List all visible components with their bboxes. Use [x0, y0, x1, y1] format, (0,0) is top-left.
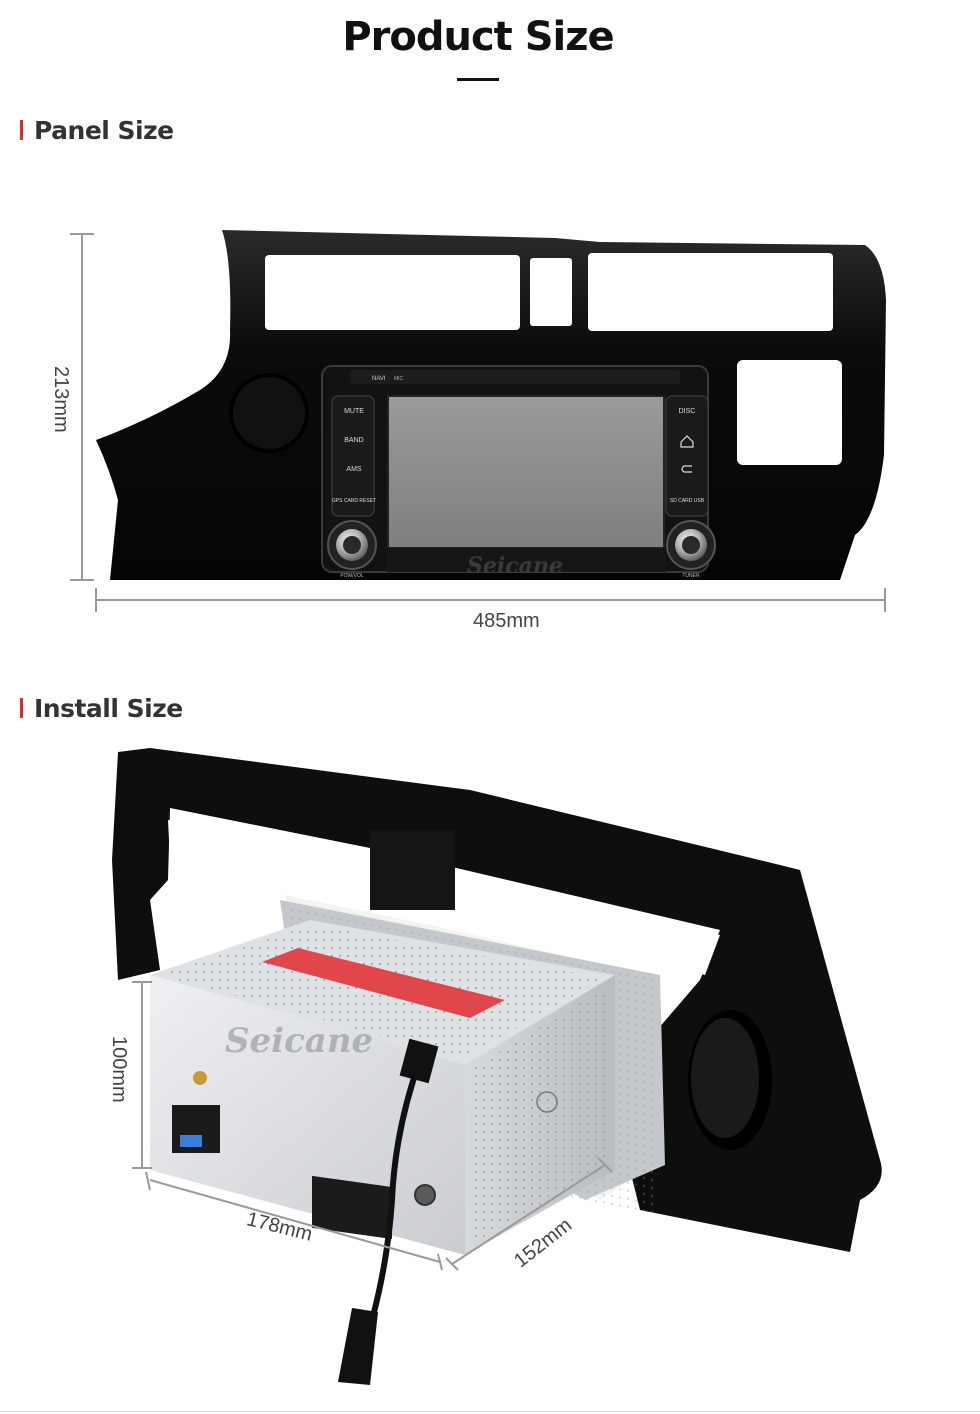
navi-button[interactable]: NAVI	[372, 376, 386, 382]
panel-width-label: 485mm	[473, 610, 540, 632]
panel-illustration: NAVI MIC MUTE BAND AMS GPS CARD RESET DI…	[70, 230, 886, 612]
panel-size-heading: Panel Size	[20, 115, 174, 145]
back-icon[interactable]	[681, 465, 692, 473]
round-socket	[414, 1184, 436, 1206]
home-icon[interactable]	[680, 435, 694, 448]
harness-connector	[312, 1175, 392, 1240]
panel-watermark: Seicane	[467, 553, 563, 579]
warning-label	[262, 948, 505, 1018]
usb-cable	[369, 1058, 423, 1321]
install-depth-guide	[445, 1157, 613, 1271]
antenna-port	[193, 1071, 207, 1085]
usb-plug	[338, 1308, 378, 1385]
install-width-guide	[145, 1171, 443, 1271]
ce-mark	[536, 1091, 558, 1113]
tuner-label: TUNER	[682, 573, 700, 579]
panel-height-guide	[70, 233, 94, 581]
band-button[interactable]: BAND	[344, 437, 363, 444]
panel-width-guide	[95, 588, 886, 612]
install-height-label: 100mm	[108, 1036, 130, 1103]
pow-vol-label: POW/VOL	[340, 573, 364, 579]
upper-vent-right	[588, 253, 833, 331]
center-bracket	[370, 830, 455, 910]
page-bottom-divider	[0, 1411, 980, 1412]
center-slot	[530, 258, 572, 326]
install-height-guide	[132, 981, 152, 1169]
title-underline	[457, 78, 499, 81]
screen	[387, 395, 665, 549]
right-cutout	[737, 360, 842, 465]
install-size-heading: Install Size	[20, 693, 183, 723]
panel-size-title: Panel Size	[34, 115, 174, 145]
install-watermark: Seicane	[225, 1021, 373, 1061]
chassis-rear-panel	[150, 975, 465, 1255]
sd-card-usb-button[interactable]: SD CARD USB	[670, 498, 705, 504]
page-title: Product Size	[342, 14, 614, 60]
upper-vent-left	[265, 255, 520, 330]
ams-button[interactable]: AMS	[346, 466, 362, 473]
disc-button[interactable]: DISC	[679, 408, 696, 415]
mic-label: MIC	[394, 376, 404, 382]
section-accent-bar	[20, 698, 23, 718]
install-frame	[112, 748, 882, 1252]
install-size-title: Install Size	[34, 693, 183, 723]
gps-card-reset-button[interactable]: GPS CARD RESET	[332, 498, 376, 504]
mute-button[interactable]: MUTE	[344, 408, 364, 415]
section-accent-bar	[20, 120, 23, 140]
